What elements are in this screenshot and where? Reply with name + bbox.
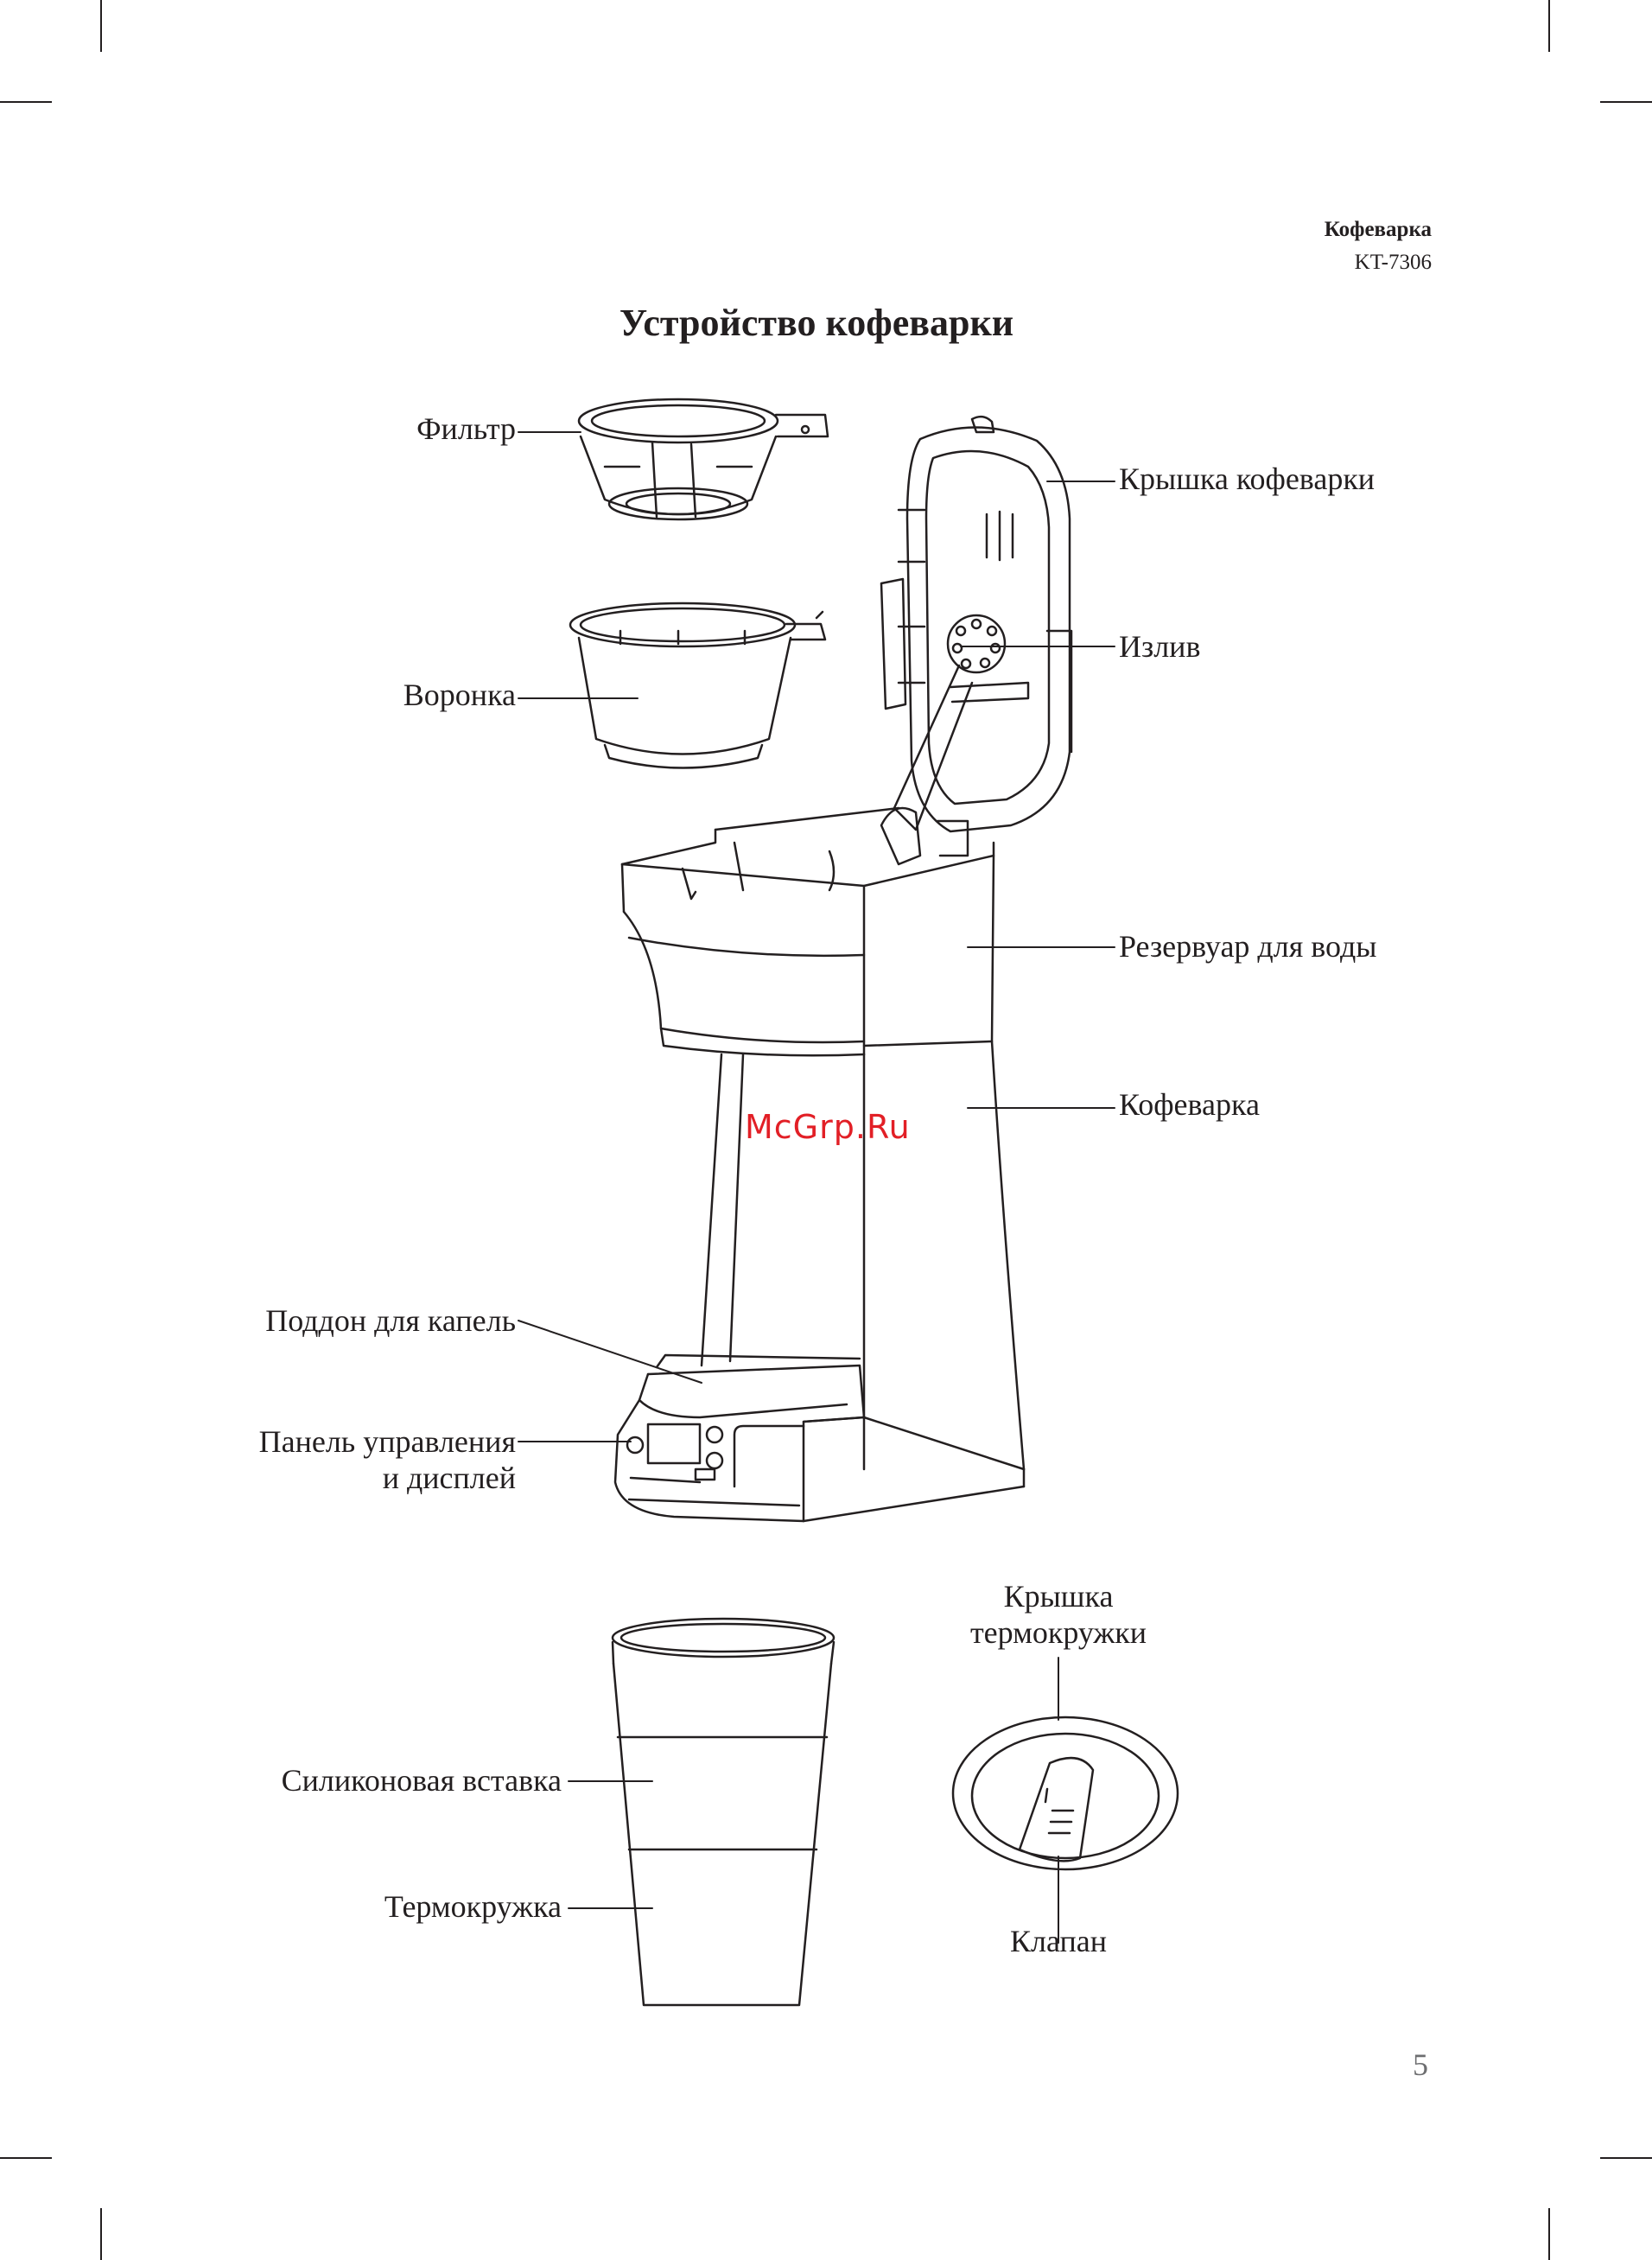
label-lid: Крышка кофеварки	[1119, 461, 1375, 497]
label-control-panel: Панель управления и дисплей	[259, 1423, 516, 1496]
label-mug-lid-line2: термокружки	[929, 1614, 1188, 1651]
coffee-maker-body	[615, 808, 1024, 1521]
label-reservoir: Резервуар для воды	[1119, 928, 1377, 964]
thermo-mug	[613, 1619, 834, 2005]
label-mug-lid: Крышка термокружки	[929, 1578, 1188, 1651]
label-mug-lid-line1: Крышка	[929, 1578, 1188, 1614]
label-filter: Фильтр	[416, 411, 516, 447]
label-spout: Излив	[1119, 628, 1200, 665]
label-silicone-insert: Силиконовая вставка	[282, 1762, 562, 1798]
page-number: 5	[1413, 2047, 1428, 2083]
filter-basket	[579, 399, 828, 519]
lid	[881, 417, 1071, 831]
label-control-panel-line1: Панель управления	[259, 1423, 516, 1460]
watermark: McGrp.Ru	[745, 1108, 911, 1146]
label-valve: Клапан	[929, 1923, 1188, 1959]
label-drip-tray: Поддон для капель	[265, 1302, 516, 1339]
funnel	[570, 603, 825, 768]
leader-lines	[518, 432, 1115, 1943]
label-funnel: Воронка	[403, 677, 516, 713]
mug-lid	[953, 1717, 1178, 1869]
label-control-panel-line2: и дисплей	[259, 1460, 516, 1496]
label-thermo-mug: Термокружка	[384, 1888, 562, 1925]
label-coffee-maker: Кофеварка	[1119, 1086, 1260, 1123]
